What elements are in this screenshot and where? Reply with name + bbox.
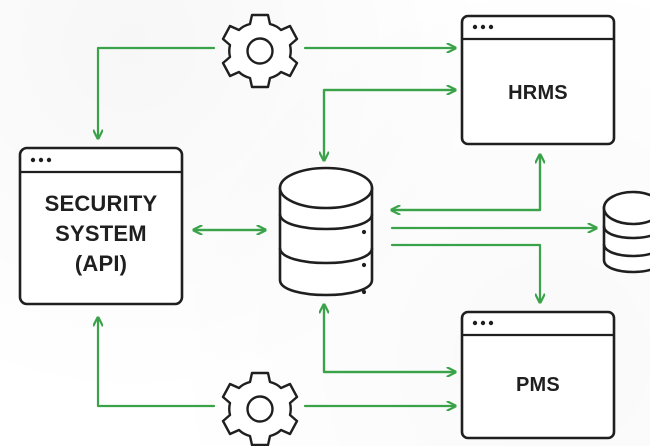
- security-system-label-line-2: SYSTEM: [55, 221, 147, 246]
- arrow-pms-to-db-bottom: [324, 305, 457, 374]
- pms-label: PMS: [516, 374, 560, 396]
- connectors: [98, 48, 596, 406]
- database-icon: [602, 190, 650, 274]
- arrow-db-to-hrms: [322, 90, 455, 162]
- arrow-bottom-gear-to-security-system: [98, 318, 216, 408]
- arrow-top-gear-to-security-system: [98, 46, 216, 138]
- hrms-window: HRMS: [460, 14, 616, 146]
- gear-icon: [221, 371, 299, 446]
- arrow-hrms-to-db-right: [392, 153, 542, 210]
- database-icon: [278, 166, 374, 297]
- security-system-label-line-3: (API): [75, 251, 127, 276]
- pms-window: PMS: [460, 310, 616, 440]
- arrow-db-to-pms-bottom: [322, 303, 455, 372]
- arrow-hrms-to-db: [324, 88, 457, 160]
- security-system-label-line-1: SECURITY: [45, 191, 158, 216]
- arrow-db-to-pms: [390, 243, 540, 302]
- gear-icon: [221, 13, 299, 89]
- hrms-label: HRMS: [508, 82, 568, 104]
- security-system-window: SECURITY SYSTEM (API): [18, 146, 184, 306]
- arrow-db-to-hrms-right: [390, 155, 540, 212]
